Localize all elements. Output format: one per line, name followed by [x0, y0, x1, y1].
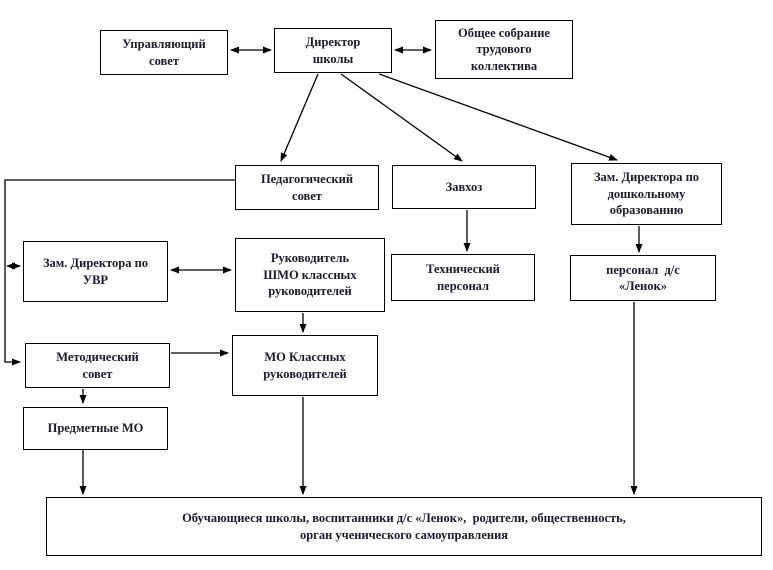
- node-governing-council-label: Управляющий совет: [122, 37, 206, 68]
- node-governing-council: Управляющий совет: [100, 30, 228, 75]
- node-technical-staff: Технический персонал: [391, 254, 535, 301]
- arrow-director-to-deputy-preschool: [378, 73, 618, 161]
- node-kindergarten-staff: персонал д/с «Ленок»: [570, 255, 716, 301]
- node-kindergarten-staff-label: персонал д/с «Ленок»: [606, 262, 680, 294]
- node-pedagogical-council: Педагогический совет: [235, 165, 379, 210]
- node-subject-mo-label: Предметные МО: [47, 421, 144, 436]
- node-supply-manager: Завхоз: [392, 165, 536, 209]
- node-mo-class-teachers-label: МО Классных руководителей: [263, 350, 347, 381]
- node-methodical-council: Методический совет: [25, 343, 170, 388]
- node-supply-manager-label: Завхоз: [445, 179, 483, 194]
- arrow-director-to-supply-manager: [340, 73, 463, 162]
- node-deputy-director-uvr-label: Зам. Директора по УВР: [42, 256, 149, 287]
- node-students: Обучающиеся школы, воспитанники д/с «Лен…: [46, 497, 762, 556]
- node-pedagogical-council-label: Педагогический совет: [260, 172, 354, 203]
- node-subject-mo: Предметные МО: [23, 407, 168, 450]
- node-school-director: Директор школы: [274, 28, 392, 73]
- node-deputy-director-uvr: Зам. Директора по УВР: [23, 241, 168, 302]
- node-general-meeting: Общее собрание трудового коллектива: [435, 20, 573, 79]
- node-deputy-director-preschool-label: Зам. Директора по дошкольному образовани…: [593, 170, 700, 218]
- node-shmo-head-label: Руководитель ШМО классных руководителей: [263, 251, 357, 299]
- node-general-meeting-label: Общее собрание трудового коллектива: [458, 25, 550, 73]
- node-deputy-director-preschool: Зам. Директора по дошкольному образовани…: [571, 163, 722, 225]
- node-school-director-label: Директор школы: [305, 35, 361, 66]
- node-mo-class-teachers: МО Классных руководителей: [232, 335, 378, 396]
- node-students-label: Обучающиеся школы, воспитанники д/с «Лен…: [182, 511, 626, 542]
- node-methodical-council-label: Методический совет: [56, 350, 139, 381]
- arrow-director-to-pedagogical-council: [280, 73, 319, 162]
- node-shmo-head: Руководитель ШМО классных руководителей: [235, 238, 385, 312]
- node-technical-staff-label: Технический персонал: [426, 262, 500, 293]
- arrow-pedagogical-council-to-methodical-council: [4, 179, 235, 366]
